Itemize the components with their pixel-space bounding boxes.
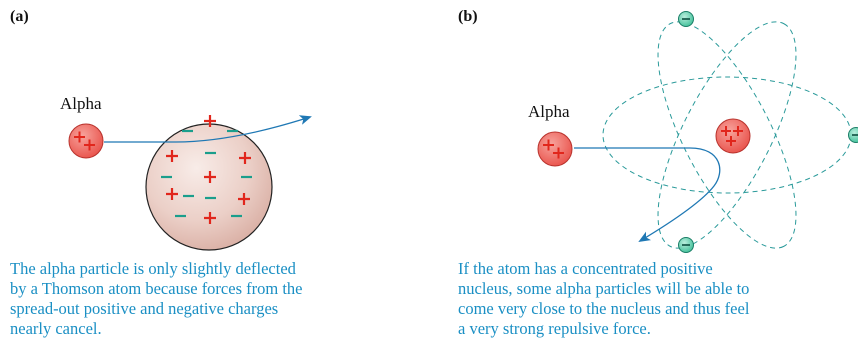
electron-icon — [679, 12, 694, 27]
trajectory-b — [574, 148, 720, 241]
nucleus — [716, 119, 750, 153]
caption-b-line: come very close to the nucleus and thus … — [458, 299, 858, 319]
alpha-particle-a — [69, 124, 103, 158]
caption-a-line: nearly cancel. — [10, 319, 302, 339]
electron-icon — [849, 128, 858, 143]
caption-b-line: If the atom has a concentrated positive — [458, 259, 858, 279]
caption-a-line: by a Thomson atom because forces from th… — [10, 279, 302, 299]
thomson-atom — [146, 115, 272, 250]
alpha-particle-b — [538, 132, 572, 166]
electron-icon — [679, 238, 694, 253]
caption-b-line: a very strong repulsive force. — [458, 319, 858, 339]
caption-a: The alpha particle is only slightly defl… — [10, 259, 302, 339]
caption-b: If the atom has a concentrated positive … — [458, 259, 858, 339]
caption-b-line: nucleus, some alpha particles will be ab… — [458, 279, 858, 299]
caption-a-line: spread-out positive and negative charges — [10, 299, 302, 319]
caption-a-line: The alpha particle is only slightly defl… — [10, 259, 302, 279]
